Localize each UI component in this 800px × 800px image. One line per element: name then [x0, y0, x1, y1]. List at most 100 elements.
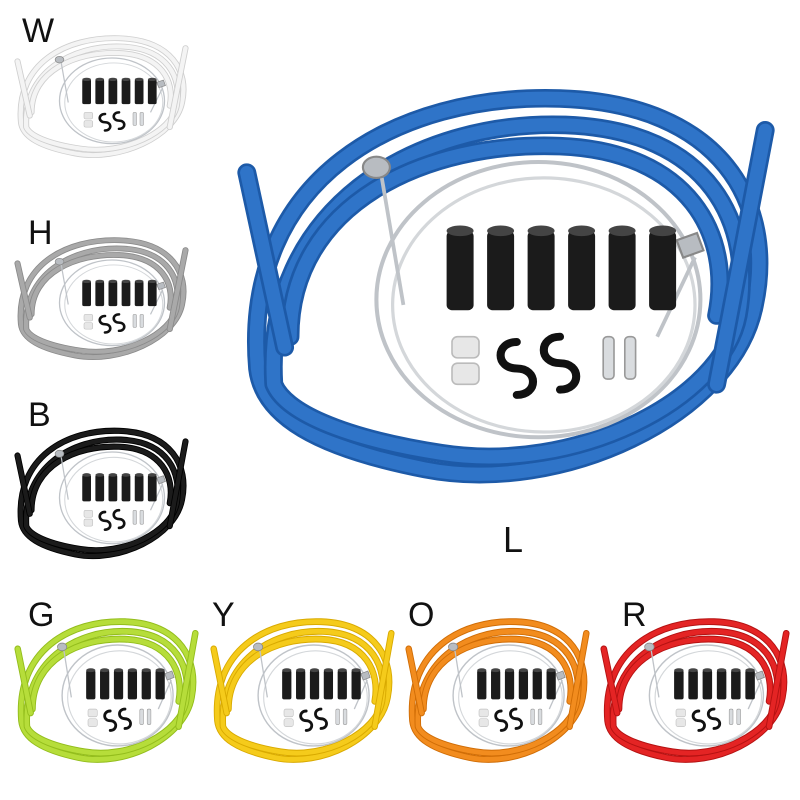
inner-wire: [63, 650, 72, 698]
ferrule: [491, 670, 501, 700]
ferrule-top: [147, 77, 157, 82]
inner-wire: [58, 259, 166, 347]
cable-housing: [18, 238, 186, 360]
end-cap: [537, 708, 543, 725]
cable-housing: [29, 50, 173, 115]
ferrule: [108, 474, 118, 502]
inner-wire: [64, 456, 164, 543]
cable-nipple: [644, 642, 655, 652]
cable-end: [15, 59, 32, 118]
ferrule: [608, 230, 636, 311]
product-thumb-green[interactable]: [14, 612, 199, 777]
ferrule: [108, 79, 118, 105]
inner-wire: [64, 264, 164, 345]
ferrule: [134, 79, 144, 105]
inner-wire: [650, 650, 660, 698]
cable-end: [709, 123, 772, 391]
end-cap: [132, 314, 137, 328]
variant-label: Y: [212, 596, 235, 634]
ferrule: [309, 670, 320, 700]
ferrule-top: [86, 668, 96, 673]
ferrule-top: [134, 279, 144, 284]
ferrule-top: [121, 77, 131, 82]
s-hook: [98, 112, 112, 132]
ferrule-top: [649, 225, 677, 237]
ferrule-top: [532, 668, 542, 673]
ferrule: [147, 281, 157, 307]
cable-end: [167, 439, 188, 529]
cable-housing: [214, 619, 392, 762]
ferrule: [147, 79, 157, 105]
ferrule-top: [323, 668, 334, 673]
ferrule-top: [147, 279, 157, 284]
ferrule-top: [121, 473, 131, 477]
end-cap: [342, 708, 348, 725]
variant-label: W: [22, 12, 55, 50]
ferrule: [147, 474, 157, 502]
ferrule: [446, 230, 474, 311]
variant-label: O: [408, 596, 435, 634]
cable-end: [15, 453, 32, 516]
cable-housing: [249, 91, 766, 481]
cable-housing: [29, 444, 173, 513]
ferrule-top: [82, 279, 91, 284]
clear-ferrule: [283, 718, 294, 727]
s-hook: [112, 313, 126, 333]
clear-ferrule: [675, 718, 686, 727]
product-thumb-yellow[interactable]: [210, 612, 395, 777]
s-hook: [539, 332, 581, 394]
end-cap: [602, 335, 615, 380]
cable-housing: [409, 619, 587, 762]
ferrule-top: [702, 668, 713, 673]
product-thumb-orange[interactable]: [405, 612, 590, 777]
cable-nipple: [361, 155, 391, 179]
s-hook: [691, 709, 706, 732]
cable-nipple: [54, 449, 65, 458]
end-cap: [728, 708, 734, 725]
clear-ferrule: [451, 362, 480, 386]
cable-housing: [616, 636, 773, 712]
product-thumb-black[interactable]: [14, 422, 189, 572]
inner-wire: [60, 62, 69, 103]
product-main-blue[interactable]: [236, 72, 776, 522]
ferrule-top: [141, 668, 151, 673]
product-thumb-red[interactable]: [600, 612, 790, 777]
clear-ferrule: [83, 314, 94, 322]
ferrule: [731, 670, 741, 700]
end-cap: [139, 509, 144, 525]
cable-kit-illustration: [210, 618, 395, 763]
ferrule-top: [100, 668, 110, 673]
cable-kit-illustration: [14, 35, 189, 158]
inner-wire: [374, 160, 703, 440]
end-cap: [335, 708, 340, 725]
cable-end: [176, 630, 198, 729]
ferrule: [113, 670, 124, 700]
ferrule: [674, 670, 684, 700]
product-thumb-white[interactable]: [14, 30, 189, 170]
variant-label: B: [28, 396, 51, 434]
ferrule: [100, 670, 110, 700]
ferrule-top: [113, 668, 124, 673]
ferrule-top: [127, 668, 138, 673]
inner-wire: [458, 650, 563, 745]
inner-wire: [58, 451, 166, 545]
inner-wire: [257, 644, 370, 747]
ferrule: [127, 670, 138, 700]
cable-housing: [29, 252, 173, 317]
cable-kit-illustration: [405, 618, 590, 763]
variant-label-main: L: [503, 519, 524, 560]
ferrule: [745, 670, 755, 700]
ferrule: [702, 670, 713, 700]
s-hook: [118, 707, 132, 730]
product-thumb-gray[interactable]: [14, 232, 189, 372]
s-hook: [509, 707, 523, 730]
cable-nipple: [555, 670, 566, 681]
ferrule: [337, 670, 347, 700]
ferrule: [688, 670, 698, 700]
ferrule-top: [134, 473, 144, 477]
ferrule-top: [108, 77, 118, 82]
cable-nipple: [54, 258, 65, 266]
s-hook: [496, 338, 537, 399]
cable-nipple: [448, 642, 459, 652]
inner-wire: [390, 176, 697, 434]
